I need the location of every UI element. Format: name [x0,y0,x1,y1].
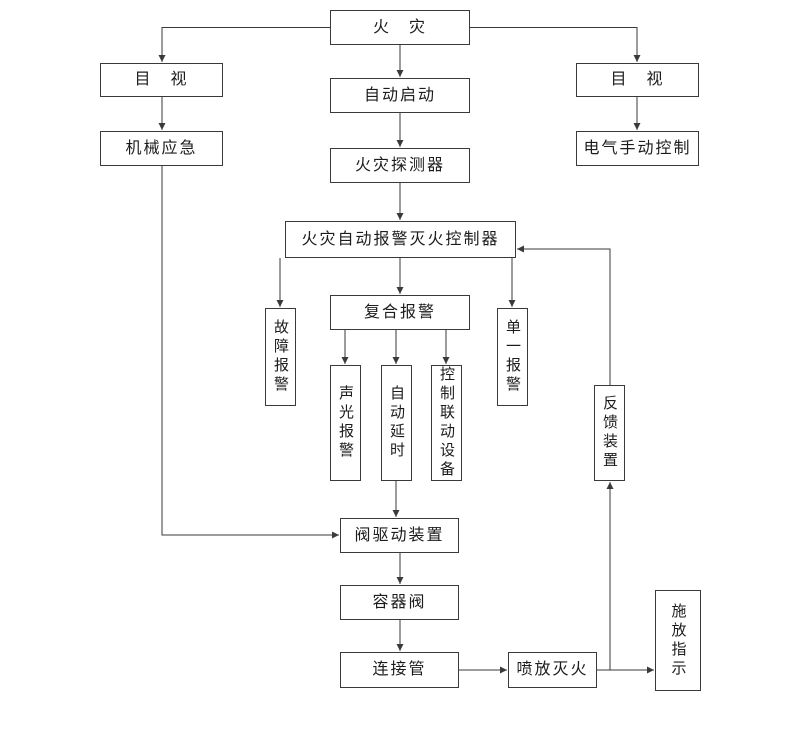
node-auto-start: 自动启动 [330,78,470,113]
node-auto-delay: 自动延时 [381,365,412,481]
node-visual-left: 目 视 [100,63,223,97]
node-fire: 火 灾 [330,10,470,45]
node-connecting-pipe: 连接管 [340,652,459,688]
node-valve-drive-device: 阀驱动装置 [340,518,459,553]
node-fire-alarm-controller: 火灾自动报警灭火控制器 [285,221,516,258]
node-fault-alarm: 故障报警 [265,308,296,406]
node-feedback-device: 反馈装置 [594,385,625,481]
node-container-valve: 容器阀 [340,585,459,620]
node-single-alarm: 单一报警 [497,308,528,406]
node-control-linkage-device: 控制联动设备 [431,365,462,481]
node-visual-right: 目 视 [576,63,699,97]
node-release-indicator: 施放指示 [655,590,701,691]
node-composite-alarm: 复合报警 [330,295,470,330]
node-fire-detector: 火灾探测器 [330,148,470,183]
node-sound-light-alarm: 声光报警 [330,365,361,481]
node-spray-extinguish: 喷放灭火 [508,652,597,688]
node-mechanical-emergency: 机械应急 [100,131,223,166]
node-electric-manual-control: 电气手动控制 [576,131,699,166]
